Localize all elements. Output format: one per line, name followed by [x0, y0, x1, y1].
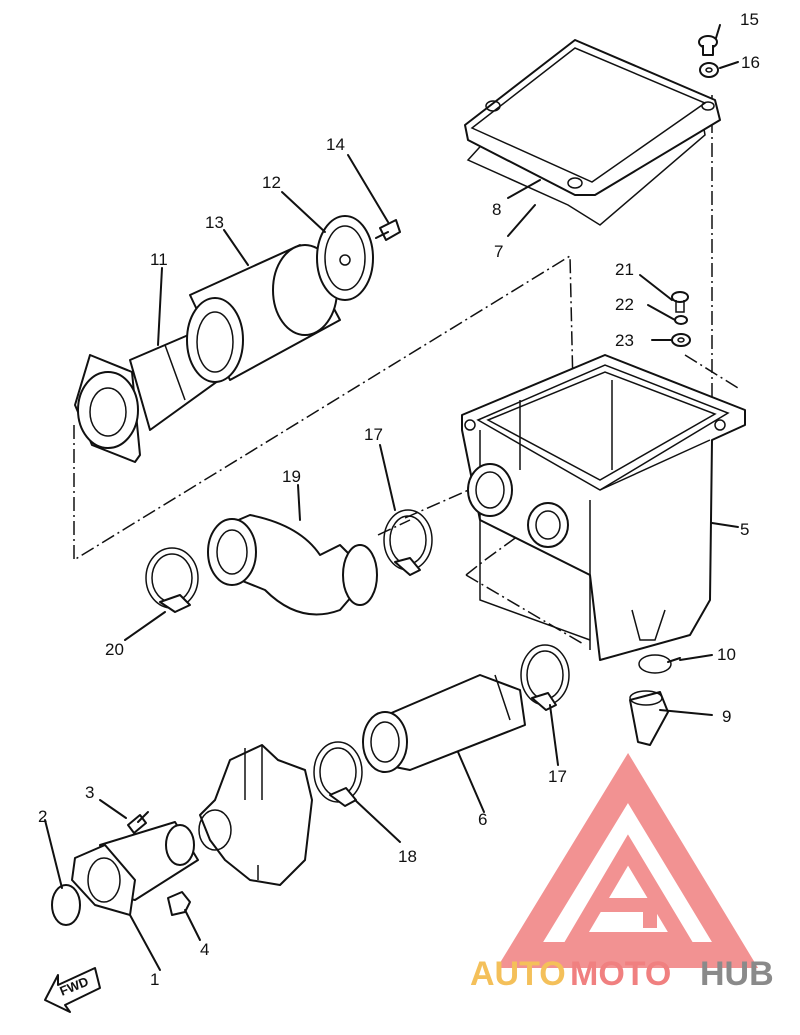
- part-label-21: 21: [615, 260, 634, 279]
- part-label-8: 8: [492, 200, 501, 219]
- part-label-5: 5: [740, 520, 749, 539]
- drain-clip: [638, 654, 681, 674]
- part-label-7: 7: [494, 242, 503, 261]
- part-label-23: 23: [615, 331, 634, 350]
- lid-washer: [699, 62, 719, 78]
- part-label-10: 10: [717, 645, 736, 664]
- carburetor-joint: [362, 674, 526, 773]
- part-label-11: 11: [150, 250, 168, 269]
- hose-clamp-17-lower: [520, 644, 570, 711]
- plain-washer: [671, 333, 691, 347]
- o-ring: [51, 884, 81, 926]
- part-label-15: 15: [740, 10, 759, 29]
- watermark-moto: MOTO: [570, 955, 671, 993]
- manifold-bolt: [127, 811, 149, 834]
- part-label-3: 3: [85, 783, 94, 802]
- part-label-19: 19: [282, 467, 301, 486]
- watermark-logo: [496, 752, 759, 968]
- part-label-2: 2: [38, 807, 47, 826]
- filter-end-cap: [316, 215, 374, 301]
- watermark-text: AUTO MOTO HUB: [470, 955, 774, 993]
- fwd-arrow: FWD: [44, 967, 101, 1013]
- part-label-1: 1: [150, 970, 159, 989]
- hose-clamp-17-upper: [383, 509, 433, 576]
- carburetor: [198, 744, 313, 886]
- box-screw: [671, 291, 689, 313]
- air-box-lid: [464, 39, 721, 196]
- air-box: [461, 354, 746, 661]
- hose-clamp-20: [145, 547, 199, 613]
- lid-screw: [698, 35, 718, 56]
- joint-hose: [207, 514, 378, 616]
- part-label-22: 22: [615, 295, 634, 314]
- part-label-6: 6: [478, 810, 487, 829]
- part-label-12: 12: [262, 173, 281, 192]
- intake-manifold: [71, 821, 199, 916]
- part-label-17-upper: 17: [364, 425, 383, 444]
- part-label-13: 13: [205, 213, 224, 232]
- leader-lines: [44, 24, 739, 971]
- part-label-16: 16: [741, 53, 760, 72]
- part-label-9: 9: [722, 707, 731, 726]
- part-label-17-lower: 17: [548, 767, 567, 786]
- spring-washer: [674, 315, 688, 325]
- part-labels: 15 16 8 7 21 22 23 5 10 9 14 12 13 11 17…: [38, 10, 760, 989]
- part-label-20: 20: [105, 640, 124, 659]
- hose-clamp-18: [313, 741, 363, 807]
- watermark-hub: HUB: [700, 955, 774, 993]
- air-filter-element: [186, 244, 341, 383]
- part-label-18: 18: [398, 847, 417, 866]
- wing-bolt: [375, 219, 401, 241]
- part-label-4: 4: [200, 940, 209, 959]
- part-label-14: 14: [326, 135, 345, 154]
- drain-pipe: [629, 690, 669, 746]
- watermark-auto: AUTO: [470, 955, 566, 993]
